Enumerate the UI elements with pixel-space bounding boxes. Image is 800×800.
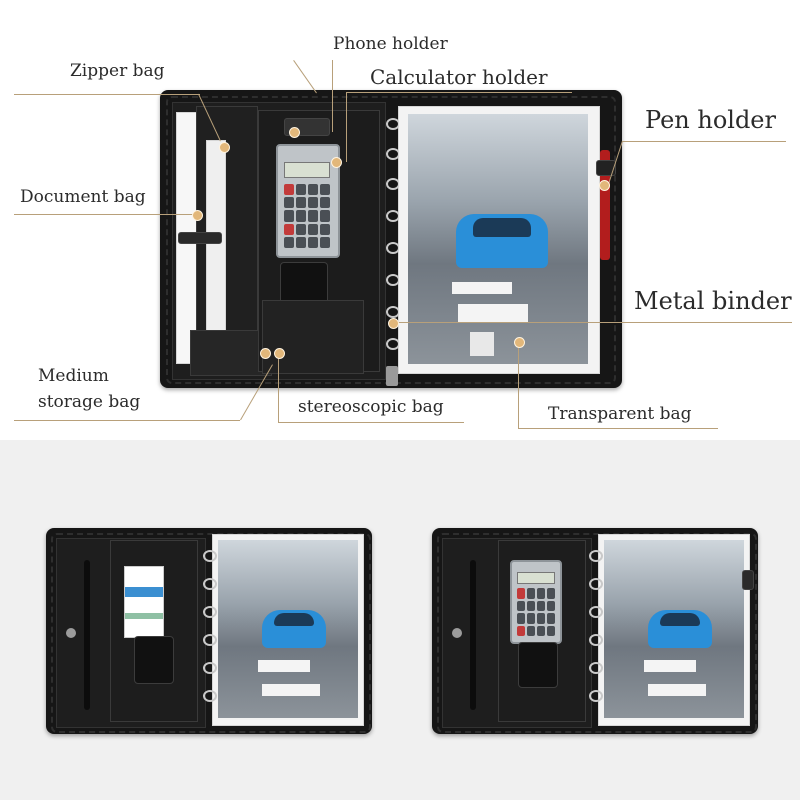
leader-line — [518, 428, 718, 429]
zipper-pull — [386, 366, 398, 386]
binder-ring — [203, 578, 217, 590]
transparent-bag-label: Transparent bag — [548, 404, 692, 424]
binder-ring — [203, 606, 217, 618]
marker-dot — [331, 157, 342, 168]
calculator-keypad — [517, 588, 555, 636]
road-marking — [262, 684, 320, 696]
calculator-display — [517, 572, 555, 584]
road-marking — [644, 660, 696, 672]
binder-ring — [203, 634, 217, 646]
calculator-keypad — [284, 184, 330, 248]
metal-binder-label: Metal binder — [634, 287, 792, 315]
blue-car — [456, 214, 548, 268]
marker-dot — [388, 318, 399, 329]
pen — [470, 560, 476, 710]
leader-line — [622, 141, 786, 142]
marker-dot — [219, 142, 230, 153]
document-strap — [178, 232, 222, 244]
medium-storage-bag-label-line1: Medium — [38, 366, 109, 386]
road-marking — [452, 282, 512, 294]
binder-ring — [203, 662, 217, 674]
document-bag-label: Document bag — [20, 187, 146, 207]
leader-line — [332, 60, 333, 132]
calculator-holder-label: Calculator holder — [370, 65, 548, 89]
binder-ring — [589, 606, 603, 618]
pen — [84, 560, 90, 710]
binder-ring — [589, 634, 603, 646]
binder-ring — [203, 690, 217, 702]
leader-line — [278, 422, 464, 423]
leader-line — [396, 322, 792, 323]
zipper-track — [437, 533, 757, 733]
calculator-display — [284, 162, 330, 178]
leader-line — [14, 94, 200, 95]
binder-ring — [589, 690, 603, 702]
binder-ring — [203, 550, 217, 562]
marker-dot — [599, 180, 610, 191]
zipper-track — [51, 533, 371, 733]
leader-line — [14, 420, 240, 421]
id-card — [124, 566, 164, 638]
pen-holder-label: Pen holder — [645, 106, 776, 134]
stereoscopic-bag-strap — [518, 642, 558, 688]
leader-line — [518, 344, 519, 428]
snap-button — [452, 628, 462, 638]
leader-line — [14, 214, 194, 215]
blue-car — [648, 610, 712, 648]
calculator — [510, 560, 562, 644]
road-marking — [470, 332, 494, 356]
leader-line — [346, 92, 347, 162]
snap-button — [66, 628, 76, 638]
zipper-bag-label: Zipper bag — [70, 61, 165, 81]
leader-line — [278, 356, 279, 422]
marker-dot — [514, 337, 525, 348]
pen — [600, 150, 610, 260]
road-marking — [458, 304, 528, 322]
road-marking — [648, 684, 706, 696]
pen-loop — [742, 570, 754, 590]
marker-dot — [274, 348, 285, 359]
road-marking — [258, 660, 310, 672]
marker-dot — [260, 348, 271, 359]
stereoscopic-bag-label: stereoscopic bag — [298, 397, 444, 417]
stereoscopic-bag — [262, 300, 364, 374]
stereoscopic-bag-strap — [134, 636, 174, 684]
blue-car — [262, 610, 326, 648]
binder-ring — [589, 578, 603, 590]
phone-holder-label: Phone holder — [333, 34, 448, 54]
marker-dot — [192, 210, 203, 221]
binder-ring — [589, 662, 603, 674]
calculator — [276, 144, 340, 258]
marker-dot — [289, 127, 300, 138]
binder-ring — [589, 550, 603, 562]
medium-storage-bag-label-line2: storage bag — [38, 392, 141, 412]
leader-line — [346, 92, 572, 93]
